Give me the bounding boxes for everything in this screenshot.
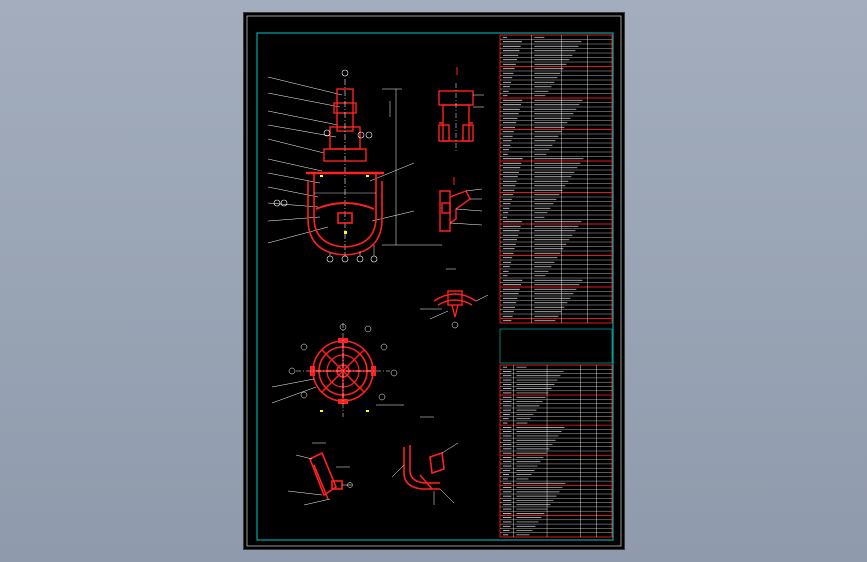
drawing-canvas xyxy=(246,15,622,547)
agitator-drive xyxy=(323,79,367,253)
flange-ticks xyxy=(320,175,369,234)
leader-lines xyxy=(267,76,415,244)
dimension-lines xyxy=(382,88,442,246)
detail-section-small xyxy=(420,268,489,329)
balloon-markers xyxy=(273,69,378,263)
notes-area xyxy=(499,328,613,364)
plan-view xyxy=(271,323,404,417)
outer-frame xyxy=(246,15,622,547)
detail-section-bottom-right xyxy=(391,416,459,505)
leader-ticks xyxy=(329,245,375,256)
detail-section-top xyxy=(438,67,484,153)
parts-list-table xyxy=(499,364,613,538)
inner-border xyxy=(256,32,614,541)
technical-spec-table xyxy=(499,34,613,324)
main-elevation-view xyxy=(267,69,442,263)
detail-section-bottom-left xyxy=(287,442,353,506)
drawing-sheet xyxy=(244,13,624,549)
detail-section-mid xyxy=(439,177,483,232)
